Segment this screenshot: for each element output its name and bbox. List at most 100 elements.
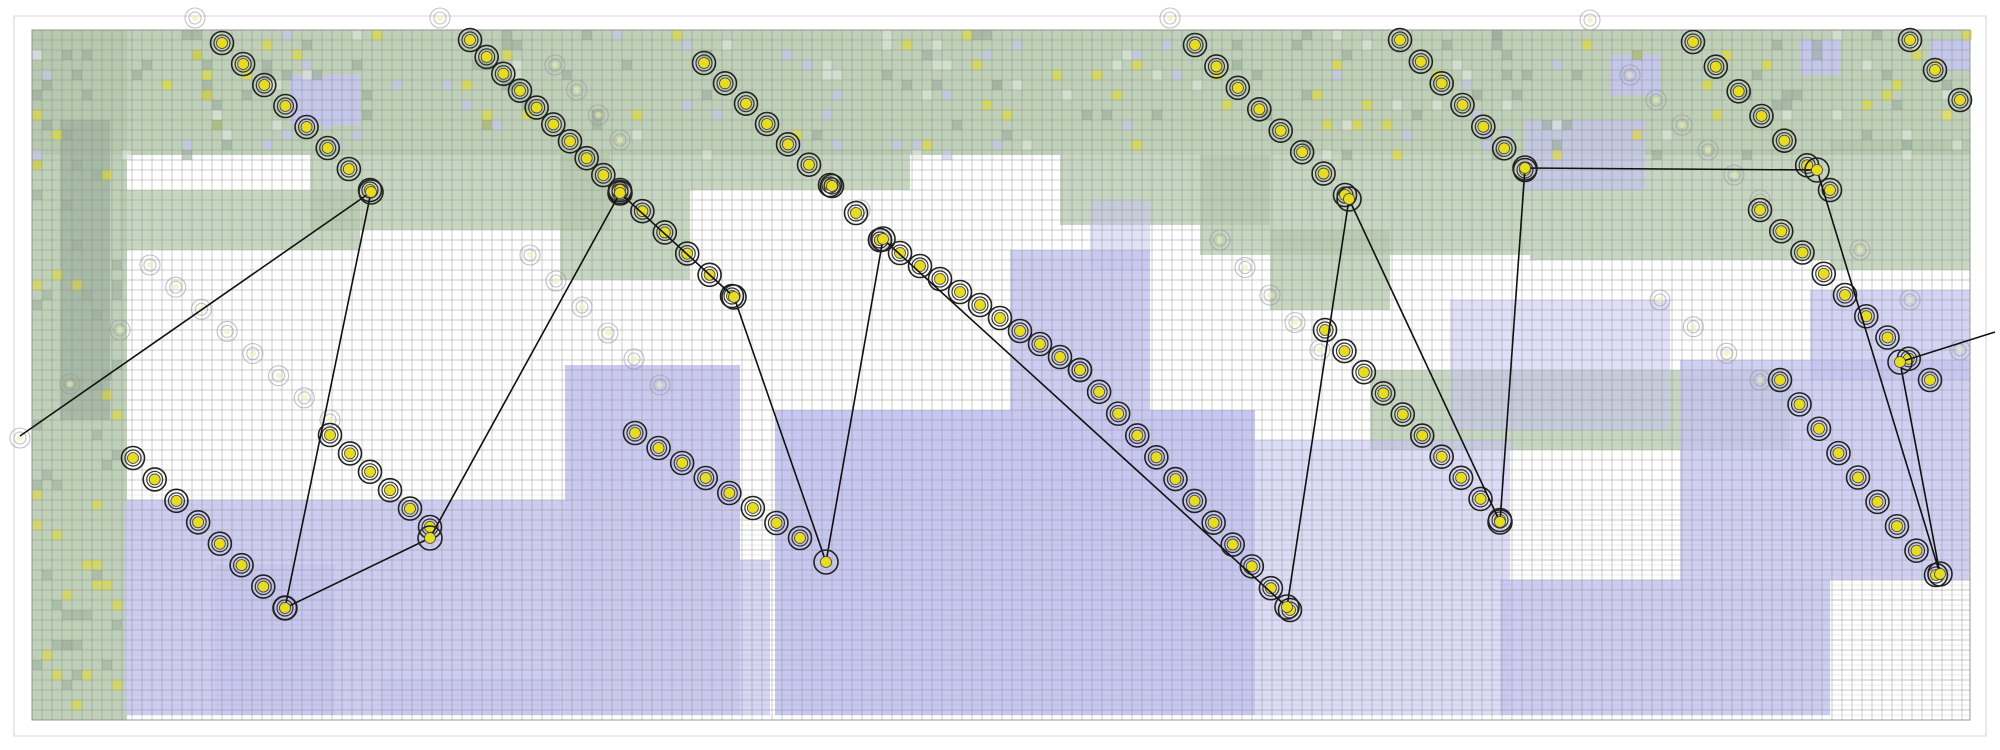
- marker-yellow-dot: [1477, 120, 1490, 133]
- mottled-cell: [112, 260, 122, 270]
- marker-node-icon: [1311, 161, 1336, 186]
- marker-node-icon: [622, 420, 648, 446]
- marker-inner-ring: [951, 283, 969, 301]
- faint-inner-ring: [188, 11, 202, 25]
- mottled-cell: [1352, 120, 1362, 130]
- marker-yellow-dot: [954, 286, 966, 298]
- mottled-cell: [1492, 150, 1502, 160]
- marker-node-icon: [646, 435, 671, 461]
- marker-inner-ring: [511, 82, 529, 100]
- marker-inner-ring: [361, 463, 379, 481]
- marker-inner-ring: [1205, 514, 1223, 532]
- faint-dot: [527, 252, 533, 258]
- marker-inner-ring: [1772, 222, 1790, 240]
- faint-outer-ring: [9, 427, 31, 449]
- mottled-cell: [902, 40, 912, 50]
- mottled-cell: [612, 30, 622, 40]
- marker-yellow-dot: [1796, 246, 1809, 259]
- mottled-cell: [122, 150, 132, 160]
- marker-inner-ring: [276, 97, 295, 115]
- marker-yellow-dot: [1871, 495, 1884, 508]
- faint-dot: [1217, 237, 1223, 243]
- faint-outer-ring: [1723, 164, 1745, 186]
- mottled-cell: [1812, 40, 1822, 50]
- marker-node-icon: [317, 422, 343, 448]
- mottled-cell: [32, 50, 42, 60]
- mottled-cell: [1362, 100, 1372, 110]
- marker-inner-ring: [779, 135, 797, 153]
- faint-marker-icon: [1579, 9, 1601, 31]
- marker-yellow-dot: [237, 58, 250, 70]
- mottled-cell: [1522, 70, 1532, 80]
- vertex-yellow-dot: [424, 532, 436, 544]
- faint-marker-icon: [623, 348, 645, 370]
- marker-inner-ring: [319, 139, 337, 157]
- marker-node-icon: [229, 552, 254, 578]
- mottled-cell: [1402, 130, 1412, 140]
- faint-marker-icon: [59, 373, 81, 395]
- marker-node-icon: [541, 112, 566, 137]
- faint-inner-ring: [627, 352, 641, 366]
- vertex-yellow-dot: [1894, 356, 1906, 368]
- faint-dot: [1292, 319, 1298, 326]
- mottled-cell: [112, 450, 122, 460]
- marker-outer-ring: [843, 200, 869, 226]
- mottled-cell: [1712, 110, 1722, 120]
- mottled-cell: [162, 80, 172, 90]
- mottled-cell: [1502, 50, 1512, 60]
- marker-yellow-dot: [1732, 85, 1745, 98]
- mottled-cell: [52, 670, 62, 680]
- faint-inner-ring: [143, 258, 157, 272]
- marker-outer-ring: [693, 465, 719, 491]
- marker-inner-ring: [254, 577, 272, 596]
- marker-yellow-dot: [1253, 103, 1266, 116]
- marker-node-icon: [1007, 318, 1033, 344]
- marker-inner-ring: [1051, 348, 1069, 366]
- marker-yellow-dot: [279, 100, 292, 112]
- marker-node-icon: [1312, 317, 1338, 343]
- mottled-cell: [682, 40, 692, 50]
- marker-outer-ring: [630, 198, 655, 224]
- marker-yellow-dot: [300, 121, 313, 133]
- faint-marker-icon: [1849, 239, 1871, 261]
- faint-inner-ring: [549, 274, 563, 288]
- mottled-cell: [302, 60, 312, 70]
- mottled-cell: [1002, 130, 1012, 140]
- marker-node-icon: [796, 152, 822, 177]
- marker-node-icon: [1124, 423, 1150, 448]
- marker-outer-ring: [1450, 92, 1475, 118]
- faint-outer-ring: [429, 7, 451, 29]
- mottled-cell: [102, 580, 112, 590]
- marker-yellow-dot: [1435, 77, 1448, 90]
- marker-inner-ring: [1374, 384, 1392, 402]
- marker-outer-ring: [716, 480, 742, 506]
- marker-yellow-dot: [1394, 34, 1406, 46]
- vertex-yellow-dot: [279, 602, 291, 614]
- mottled-cell: [792, 130, 802, 140]
- marker-node-icon: [1201, 510, 1226, 536]
- marker-inner-ring: [891, 244, 909, 262]
- mottled-cell: [1232, 40, 1242, 50]
- mottled-cell: [1782, 100, 1792, 110]
- vertex-yellow-dot: [1934, 568, 1946, 580]
- mottled-cell: [1022, 140, 1032, 150]
- marker-inner-ring: [528, 98, 546, 117]
- marker-inner-ring: [1821, 181, 1839, 199]
- marker-node-icon: [1390, 402, 1416, 427]
- faint-outer-ring: [1749, 369, 1771, 391]
- marker-node-icon: [294, 114, 319, 140]
- marker-outer-ring: [1922, 57, 1948, 83]
- marker-outer-ring: [1239, 554, 1265, 579]
- marker-outer-ring: [1311, 161, 1336, 186]
- marker-outer-ring: [474, 44, 499, 70]
- marker-yellow-dot: [1150, 451, 1163, 464]
- mottled-cell: [1892, 80, 1902, 90]
- marker-outer-ring: [1220, 532, 1246, 557]
- mottled-cell: [1882, 70, 1892, 80]
- mottled-cell: [942, 150, 952, 160]
- marker-yellow-dot: [480, 50, 493, 63]
- mottled-cell: [72, 240, 82, 250]
- mottled-cell: [202, 80, 212, 90]
- marker-yellow-dot: [530, 101, 543, 114]
- marker-node-icon: [693, 465, 719, 491]
